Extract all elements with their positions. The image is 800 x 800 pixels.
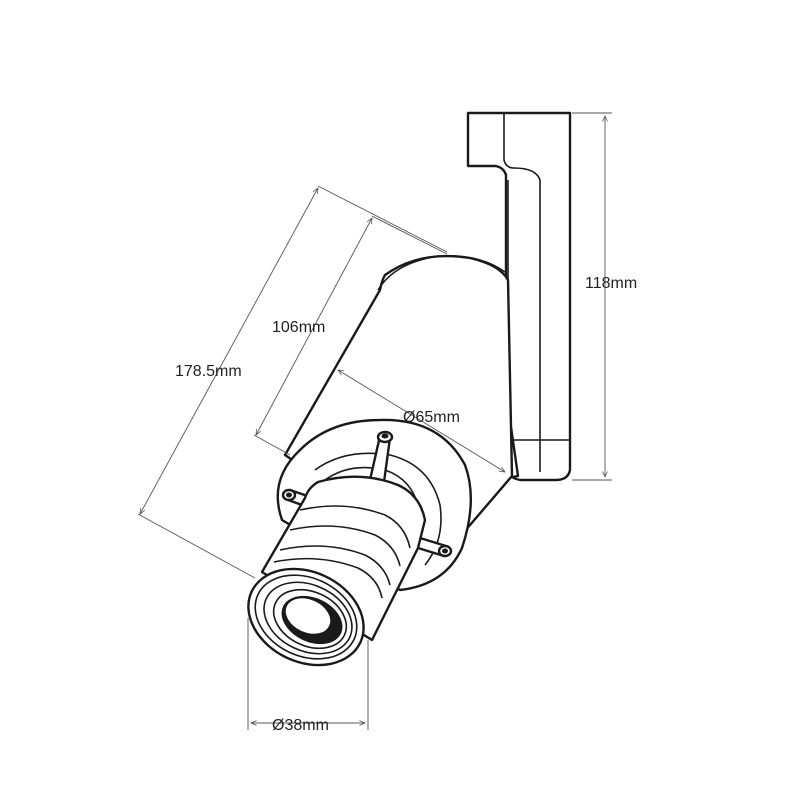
dimension-lens-diameter: Ø38mm	[247, 618, 369, 734]
dimension-body-diameter-label: Ø65mm	[403, 409, 460, 426]
barrel-band-2	[289, 525, 401, 567]
barrel-band-1	[299, 505, 411, 549]
body-cylinder-rim	[377, 255, 506, 291]
lens-glass	[284, 596, 332, 636]
dimension-height: 118mm	[572, 112, 637, 481]
barrel-band-3	[279, 545, 391, 586]
dimension-overall-length: 178.5mm	[137, 185, 448, 579]
dimension-body-length-label: 106mm	[272, 319, 325, 336]
adapter-arm-inner	[503, 113, 541, 472]
dimension-height-label: 118mm	[585, 275, 637, 292]
lens-ring-3	[263, 581, 353, 655]
lens-ring-2	[254, 574, 358, 660]
lens-ring-4	[272, 588, 348, 650]
dimension-overall-length-label: 178.5mm	[175, 363, 242, 380]
dimension-body-length: 106mm	[253, 215, 448, 456]
barrel-band-4	[273, 557, 383, 599]
lens-front	[247, 567, 365, 667]
dimension-lens-diameter-label: Ø38mm	[272, 717, 329, 734]
dimension-body-diameter: Ø65mm	[338, 370, 505, 472]
